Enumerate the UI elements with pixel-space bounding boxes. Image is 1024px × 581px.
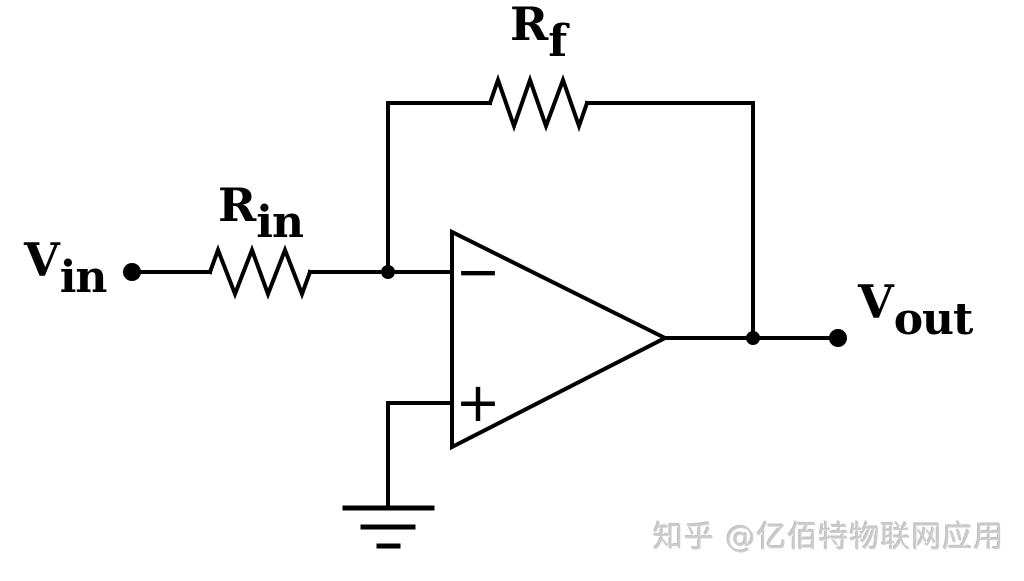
rf-label-sub: f xyxy=(548,16,567,67)
vin-label-main: V xyxy=(24,233,60,287)
wire-group xyxy=(130,73,840,549)
rf-label-main: R xyxy=(510,0,549,51)
vin-label: Vin xyxy=(24,237,107,300)
opamp-triangle xyxy=(450,228,670,451)
vin-label-sub: in xyxy=(59,252,108,303)
inverting-junction-dot xyxy=(381,265,395,279)
connection-dots xyxy=(123,263,847,347)
rin-label: Rin xyxy=(218,182,304,245)
vout-terminal-dot xyxy=(829,329,847,347)
ground-symbol xyxy=(342,505,435,549)
vout-label-main: V xyxy=(858,275,894,329)
rf-label: Rf xyxy=(510,0,567,64)
resistor-rin-zigzag xyxy=(207,244,313,300)
vout-label: Vout xyxy=(858,279,973,342)
rin-label-sub: in xyxy=(256,197,304,248)
vout-label-sub: out xyxy=(893,294,974,345)
rin-label-main: R xyxy=(218,178,257,232)
resistor-rf-zigzag xyxy=(487,73,590,133)
watermark-text: 知乎 @亿佰特物联网应用 xyxy=(653,520,1005,555)
inverting-input-minus-sign: − xyxy=(455,240,501,303)
noninverting-input-plus-sign: + xyxy=(455,371,501,434)
output-junction-dot xyxy=(746,331,760,345)
vin-terminal-dot xyxy=(123,263,141,281)
